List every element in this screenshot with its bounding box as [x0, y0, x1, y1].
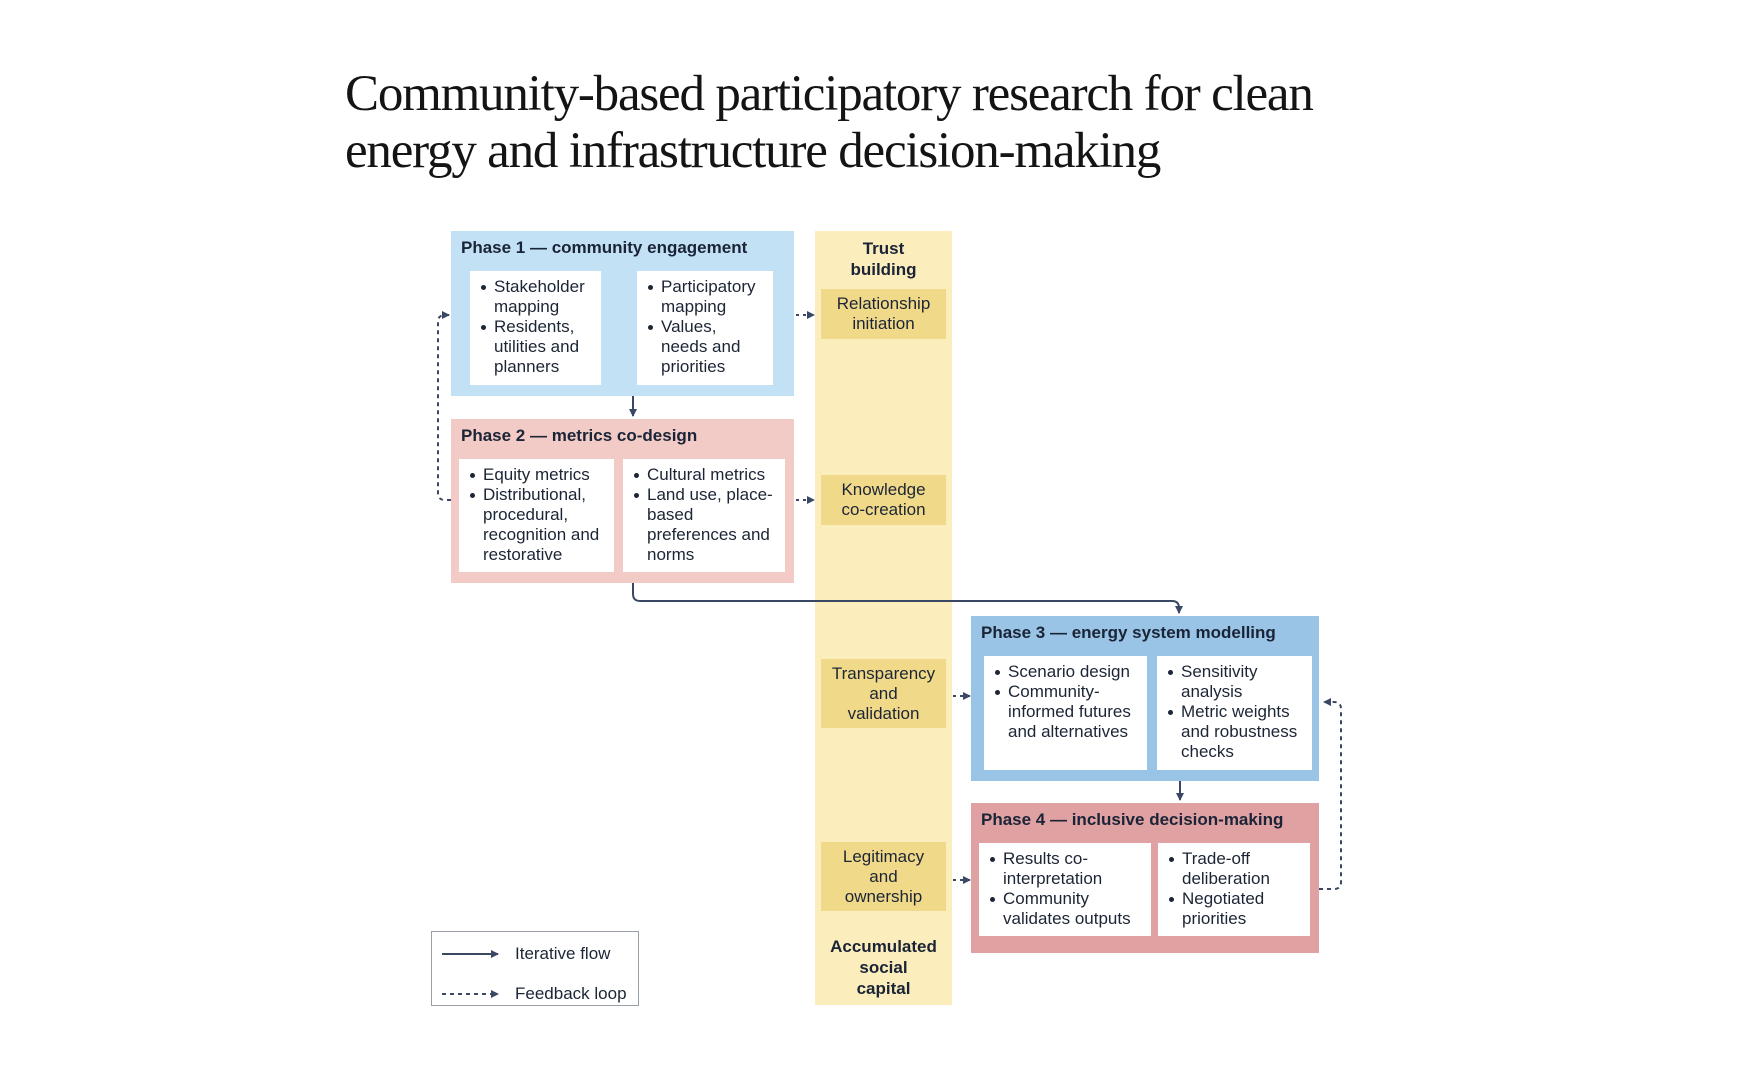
phase-4-right-card: Trade-off deliberation Negotiated priori…: [1158, 843, 1310, 936]
footer-line: social: [859, 958, 908, 977]
phase-3-right-card: Sensitivity analysis Metric weights and …: [1157, 656, 1312, 770]
phase-3-left-card: Scenario design Community-informed futur…: [984, 656, 1147, 770]
tag-line: initiation: [852, 314, 915, 333]
list-item: Participatory mapping: [647, 277, 767, 317]
legend-iterative-label: Iterative flow: [515, 944, 611, 963]
accumulated-social-capital: Accumulated social capital: [815, 936, 952, 999]
phase-3-title: Phase 3 — energy system modelling: [981, 623, 1276, 642]
tag-line: Knowledge: [841, 480, 926, 499]
tag-line: Relationship: [836, 294, 931, 313]
phase-1-title: Phase 1 — community engagement: [461, 238, 748, 257]
phase-1-right-card: Participatory mapping Values, needs and …: [637, 271, 773, 385]
list-item: Residents, utilities and planners: [480, 317, 595, 377]
trust-heading-line: Trust: [862, 239, 905, 258]
title-line-1: Community-based participatory research f…: [345, 66, 1314, 122]
phase-2-box: Phase 2 — metrics co-design Equity metri…: [451, 419, 794, 583]
list-item: Cultural metrics: [633, 465, 779, 485]
trust-building-heading: Trust building: [815, 238, 952, 280]
figure-title: Community-based participatory research f…: [345, 66, 1445, 180]
list-item: Values, needs and priorities: [647, 317, 767, 377]
list-item: Trade-off deliberation: [1168, 849, 1304, 889]
legend: Iterative flow Feedback loop: [431, 931, 639, 1006]
tag-line: co-creation: [841, 500, 926, 519]
list-item: Results co-interpretation: [989, 849, 1145, 889]
phase-4-box: Phase 4 — inclusive decision-making Resu…: [971, 803, 1319, 953]
flow-arrow-phase2-to-phase3: [632, 583, 1183, 614]
tag-line: ownership: [844, 886, 923, 906]
tag-line: and: [869, 866, 898, 886]
trust-heading-line: building: [850, 260, 917, 279]
phase-1-box: Phase 1 — community engagement Stakehold…: [451, 231, 794, 396]
tag-line: validation: [847, 703, 920, 723]
phase-2-right-card: Cultural metrics Land use, place-based p…: [623, 459, 785, 572]
feedback-loop-phase2-to-phase1: [437, 311, 451, 501]
phase-2-title: Phase 2 — metrics co-design: [461, 426, 698, 445]
phase-2-left-card: Equity metrics Distributional, procedura…: [459, 459, 614, 572]
phase-4-title: Phase 4 — inclusive decision-making: [981, 810, 1284, 829]
legend-feedback-label: Feedback loop: [515, 984, 627, 1003]
phase-1-left-card: Stakeholder mapping Residents, utilities…: [470, 271, 601, 385]
tag-line: Transparency: [831, 663, 936, 683]
phase-3-box: Phase 3 — energy system modelling Scenar…: [971, 616, 1319, 781]
list-item: Stakeholder mapping: [480, 277, 595, 317]
legend-swatches: [442, 950, 499, 998]
list-item: Community validates outputs: [989, 889, 1145, 929]
feedback-loop-phase4-to-phase3: [1319, 698, 1342, 890]
tag-line: and: [869, 683, 898, 703]
tag-line: Legitimacy: [842, 846, 925, 866]
footer-line: Accumulated: [830, 937, 937, 956]
list-item: Community-informed futures and alternati…: [994, 682, 1141, 742]
footer-line: capital: [856, 979, 911, 998]
title-line-2: energy and infrastructure decision-makin…: [345, 123, 1161, 179]
phase-4-left-card: Results co-interpretation Community vali…: [979, 843, 1151, 936]
list-item: Scenario design: [994, 662, 1141, 682]
list-item: Metric weights and robustness checks: [1167, 702, 1306, 762]
list-item: Land use, place-based preferences and no…: [633, 485, 779, 565]
list-item: Sensitivity analysis: [1167, 662, 1306, 702]
list-item: Equity metrics: [469, 465, 608, 485]
list-item: Distributional, procedural, recognition …: [469, 485, 608, 565]
list-item: Negotiated priorities: [1168, 889, 1304, 929]
